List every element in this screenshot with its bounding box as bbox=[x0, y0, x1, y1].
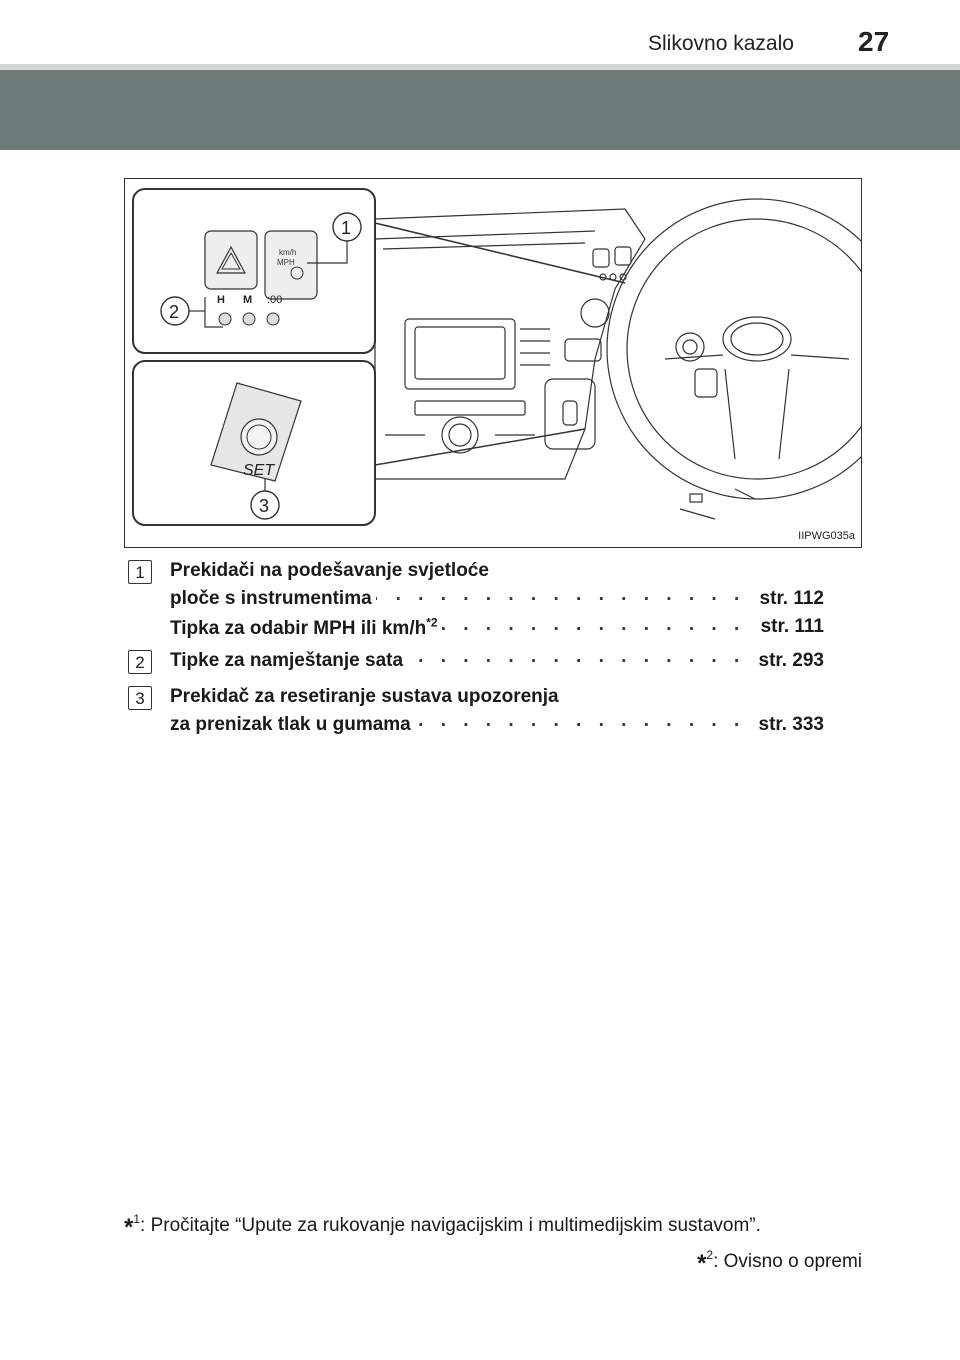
section-title: Slikovno kazalo bbox=[648, 32, 794, 55]
item-line: Prekidač za resetiranje sustava upozoren… bbox=[170, 686, 824, 708]
header-rule bbox=[0, 64, 960, 70]
footnote-text: : Pročitajte “Upute za rukovanje navigac… bbox=[140, 1215, 761, 1236]
svg-text:M: M bbox=[243, 294, 252, 306]
item-text: Prekidači na podešavanje svjetloće bbox=[170, 560, 493, 581]
svg-text::00: :00 bbox=[267, 294, 282, 306]
item-text: Tipke za namještanje sata bbox=[170, 650, 408, 671]
svg-text:km/h: km/h bbox=[279, 248, 296, 257]
svg-text:2: 2 bbox=[169, 302, 179, 322]
section-banner bbox=[0, 70, 960, 150]
item-line: . . . . . . . . . . . . . . . . . . . . … bbox=[170, 714, 824, 736]
page-reference[interactable]: str. 333 bbox=[752, 714, 824, 736]
item-line: . . . . . . . . . . . . . . . . . . . . … bbox=[170, 650, 824, 672]
item-number: 2 bbox=[128, 650, 152, 674]
footnote-number: 1 bbox=[133, 1212, 141, 1226]
figure-code: IIPWG035a bbox=[798, 530, 855, 542]
footnote-star: * bbox=[124, 1214, 134, 1241]
footnote-2: *2: Ovisno o opremi bbox=[697, 1248, 862, 1278]
item-number: 3 bbox=[128, 686, 152, 710]
page-reference[interactable]: str. 111 bbox=[754, 616, 824, 638]
item-line: . . . . . . . . . . . . . . . . . . . . … bbox=[170, 616, 824, 640]
dashboard-illustration: km/h MPH H M :00 1 2 SET 3 bbox=[124, 178, 862, 548]
footnote-star: * bbox=[697, 1250, 707, 1277]
inset-tire-reset: SET 3 bbox=[132, 360, 376, 526]
svg-text:3: 3 bbox=[259, 496, 269, 516]
footnote-number: 2 bbox=[706, 1248, 714, 1262]
footnote-text: : Ovisno o opremi bbox=[713, 1251, 862, 1272]
item-text: za prenizak tlak u gumama bbox=[170, 714, 415, 735]
item-number: 1 bbox=[128, 560, 152, 584]
page-header: Slikovno kazalo 27 bbox=[0, 0, 960, 64]
svg-text:H: H bbox=[217, 294, 225, 306]
item-line: . . . . . . . . . . . . . . . . . . . . … bbox=[170, 588, 824, 610]
svg-text:1: 1 bbox=[341, 218, 351, 238]
footnote-marker: *2 bbox=[426, 616, 438, 630]
item-text: ploče s instrumentima bbox=[170, 588, 376, 609]
svg-text:SET: SET bbox=[243, 462, 275, 479]
item-line: Prekidači na podešavanje svjetloće bbox=[170, 560, 824, 582]
item-text: Prekidač za resetiranje sustava upozoren… bbox=[170, 686, 563, 707]
inset-switches: km/h MPH H M :00 1 2 bbox=[132, 188, 376, 354]
item-text: Tipka za odabir MPH ili km/h bbox=[170, 618, 427, 640]
svg-text:MPH: MPH bbox=[277, 258, 295, 267]
dashboard-drawing: km/h MPH H M :00 1 2 SET 3 bbox=[132, 188, 861, 526]
page-reference[interactable]: str. 293 bbox=[752, 650, 824, 672]
page-reference[interactable]: str. 112 bbox=[753, 588, 824, 610]
page-number: 27 bbox=[858, 26, 890, 57]
footnote-1: *1: Pročitajte “Upute za rukovanje navig… bbox=[124, 1212, 862, 1242]
